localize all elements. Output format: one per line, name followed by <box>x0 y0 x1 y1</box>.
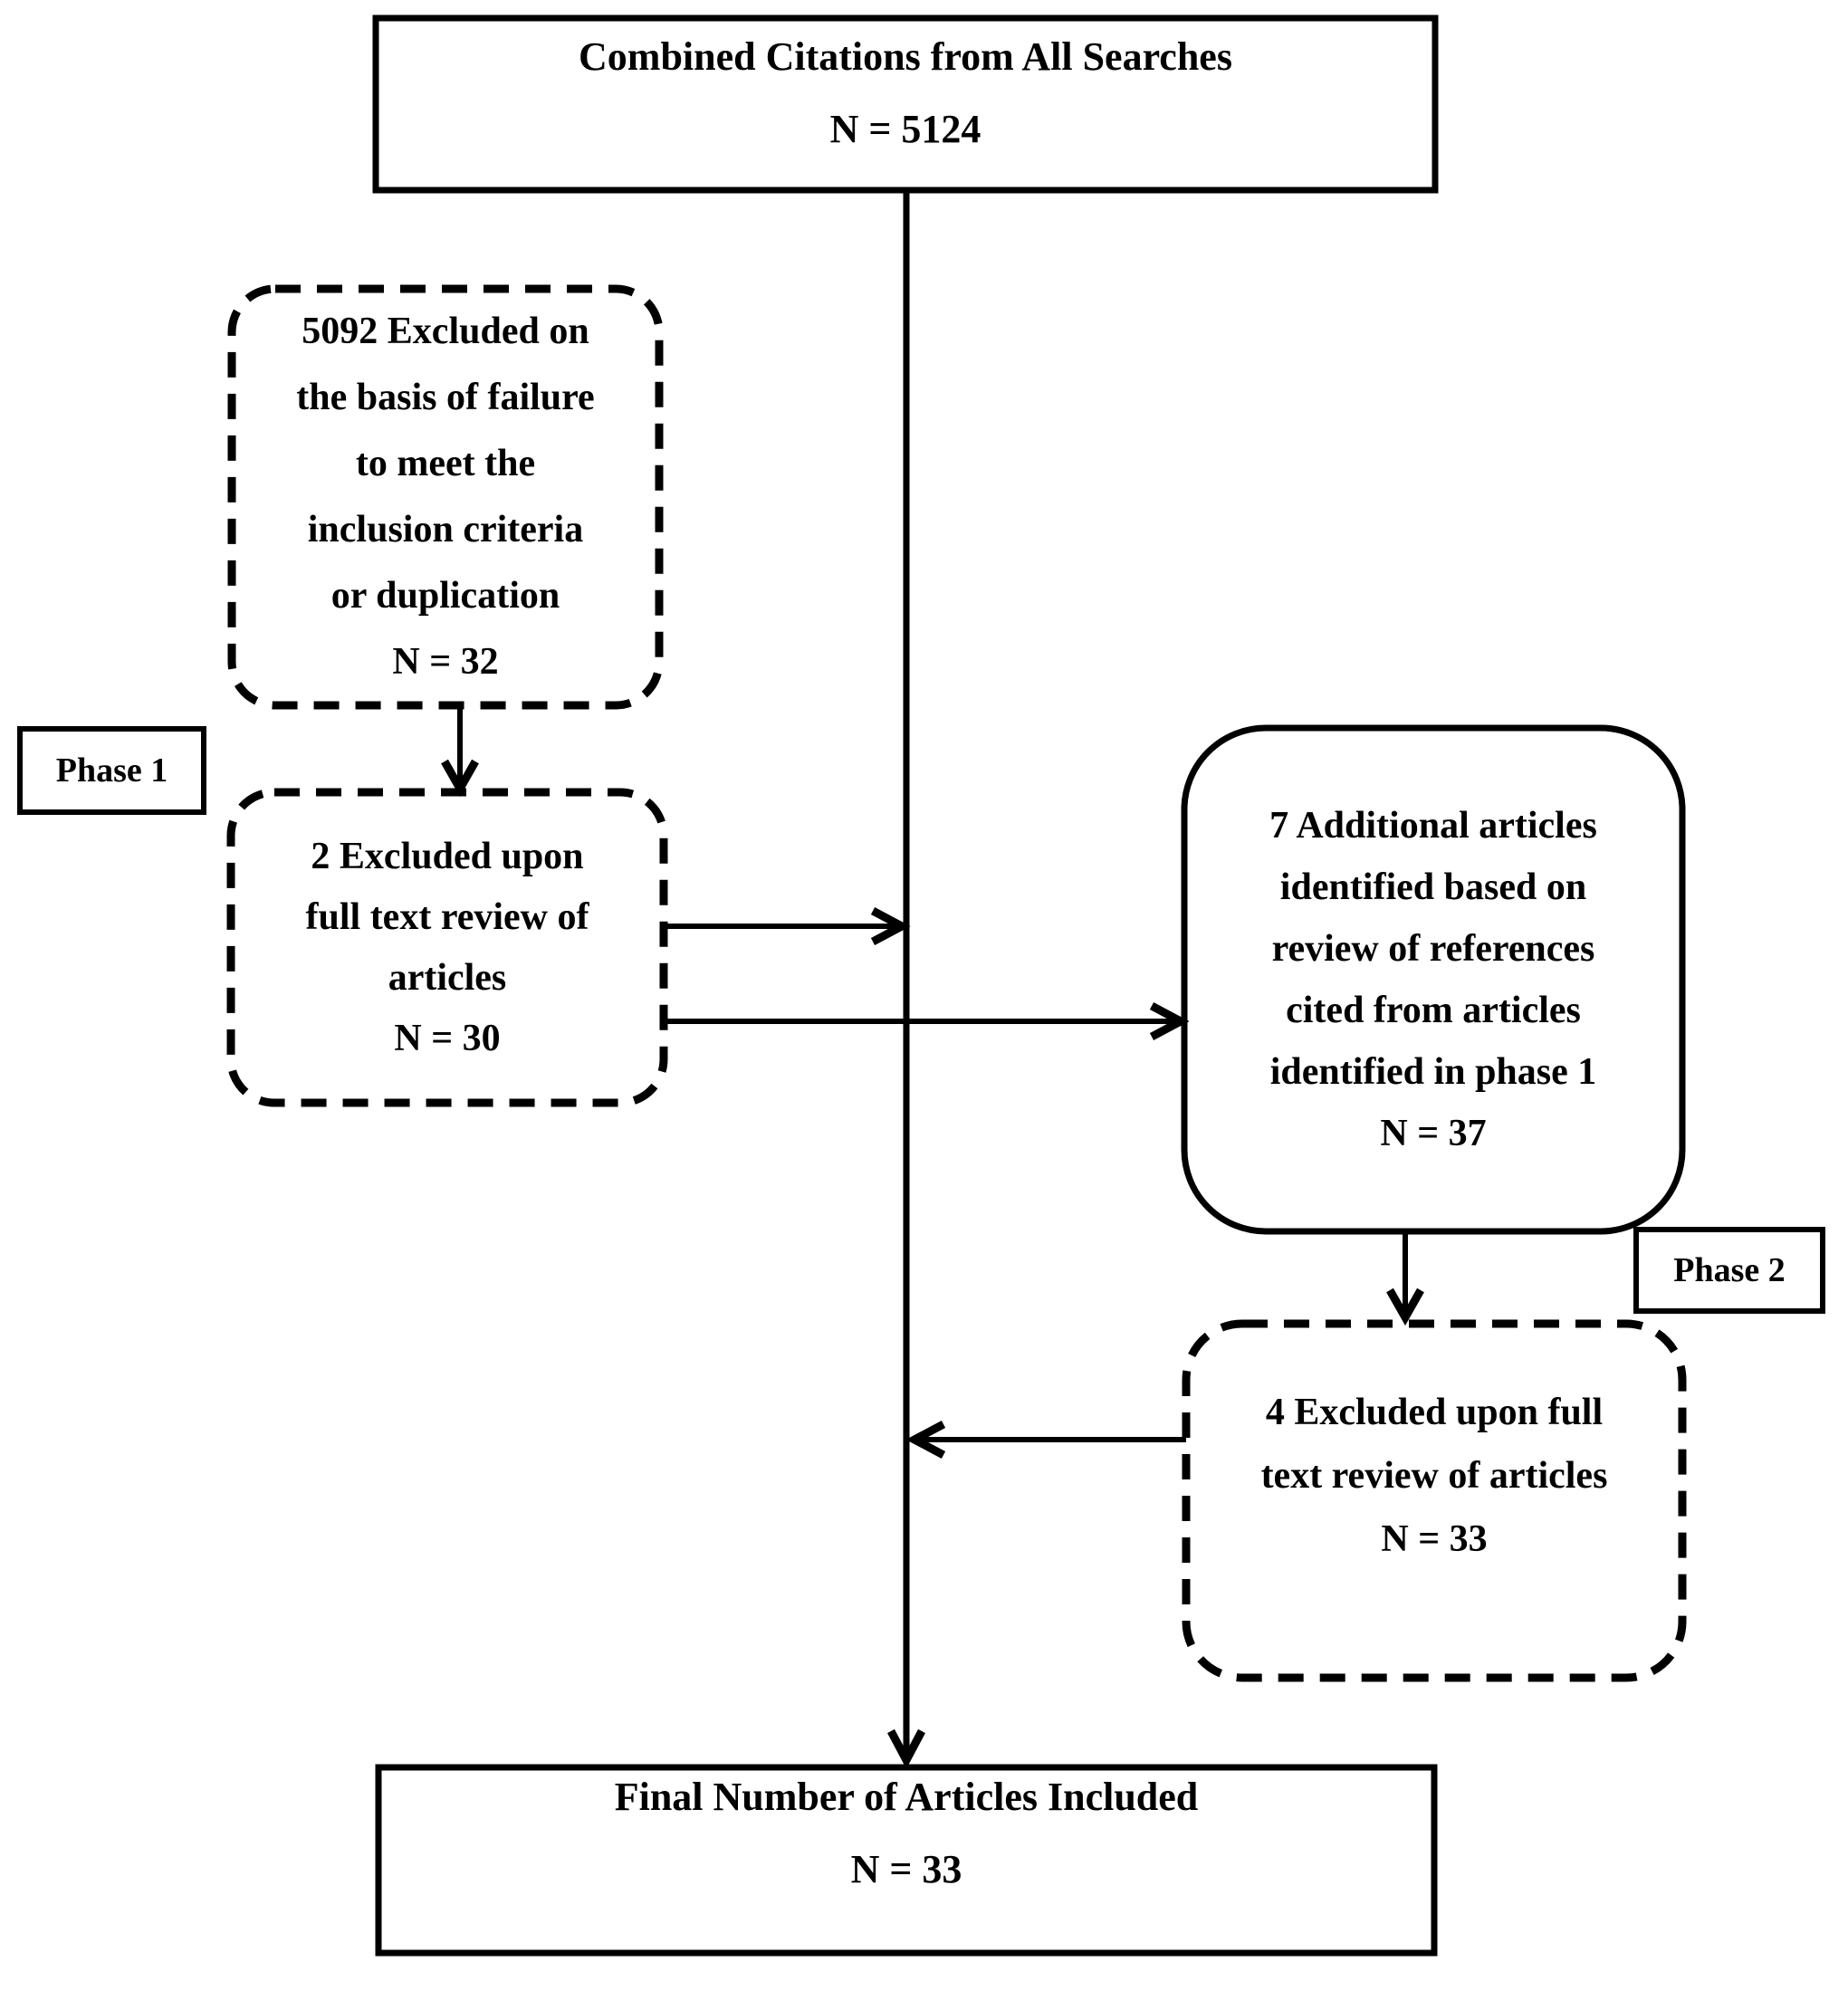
phase2-label-box <box>1633 1227 1825 1314</box>
arrow-main-vertical <box>887 190 925 1769</box>
arrow-excluded-p2-to-mainline <box>905 1421 1186 1459</box>
combined-citations-text: Combined Citations from All Searches N =… <box>579 34 1232 151</box>
excluded-initial-text: 5092 Excluded on the basis of failure to… <box>296 311 595 683</box>
phase2-label: Phase 2 <box>1673 1251 1786 1289</box>
arrow-excluded-p1-to-mainline <box>665 907 911 945</box>
excluded-fulltext-phase1-box <box>226 788 668 1107</box>
excluded-fulltext-phase2-text: 4 Excluded upon full text review of arti… <box>1260 1391 1608 1560</box>
additional-articles-text: 7 Additional articles identified based o… <box>1269 805 1597 1154</box>
additional-articles-box <box>1181 724 1686 1235</box>
excluded-fulltext-phase1-text: 2 Excluded upon full text review of arti… <box>305 835 589 1059</box>
arrow-excluded-initial-down <box>441 705 479 798</box>
phase1-label-box <box>17 726 206 815</box>
final-articles-text: Final Number of Articles Included N = 33 <box>614 1774 1199 1891</box>
excluded-initial-box <box>227 284 664 710</box>
arrow-additional-down <box>1386 1231 1424 1326</box>
arrow-excluded-p1-to-additional <box>665 1002 1190 1040</box>
phase1-label: Phase 1 <box>55 751 168 790</box>
excluded-fulltext-phase2-box <box>1182 1319 1687 1682</box>
